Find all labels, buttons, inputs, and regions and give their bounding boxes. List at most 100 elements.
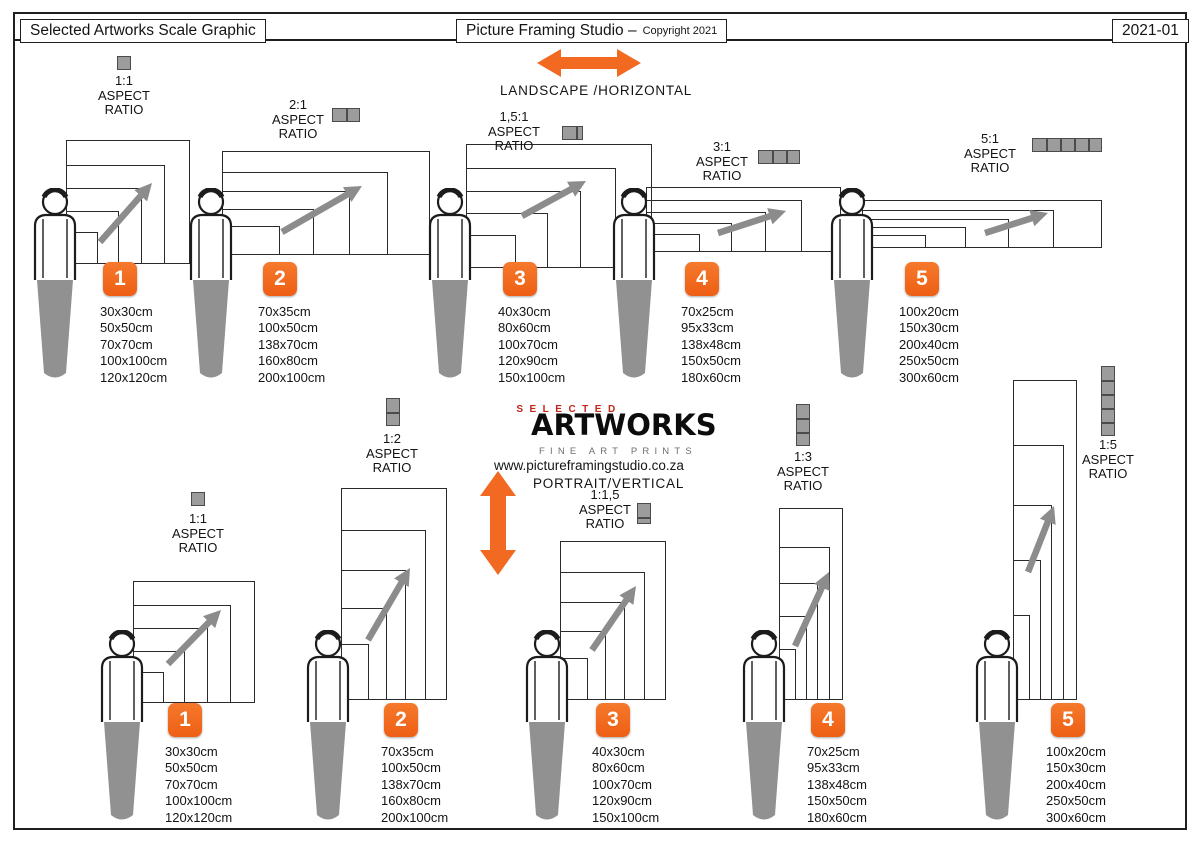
brand-artworks-logo: ARTWORKS bbox=[531, 408, 717, 442]
size-item: 250x50cm bbox=[899, 353, 959, 369]
person-silhouette-icon bbox=[306, 630, 350, 820]
size-item: 200x100cm bbox=[258, 369, 326, 385]
header-studio: Picture Framing Studio – Copyright 2021 bbox=[456, 19, 728, 43]
aspect-ratio-icon bbox=[562, 126, 583, 140]
aspect-ratio-icon bbox=[332, 108, 360, 122]
size-item: 120x90cm bbox=[498, 353, 558, 369]
ratio-word-aspect: ASPECT bbox=[1081, 451, 1134, 467]
ratio-word-ratio: RATIO bbox=[104, 102, 144, 117]
person-figure bbox=[515, 630, 579, 826]
growth-arrow-icon bbox=[792, 572, 830, 648]
growth-arrow-icon bbox=[365, 568, 410, 642]
icon-divider bbox=[1102, 380, 1114, 382]
group-number-badge: 2 bbox=[384, 703, 418, 737]
aspect-ratio-icon bbox=[117, 56, 131, 70]
size-item: 40x30cm bbox=[592, 744, 645, 759]
size-item: 40x30cm bbox=[498, 304, 551, 319]
group-number-badge: 1 bbox=[168, 703, 202, 737]
ratio-word-ratio: RATIO bbox=[585, 516, 625, 531]
ratio-word-ratio: RATIO bbox=[970, 160, 1010, 175]
aspect-ratio-icon bbox=[386, 398, 400, 426]
growth-arrow-icon bbox=[280, 186, 362, 235]
brand-tagline-text: FINE ART PRINTS bbox=[539, 446, 697, 457]
ratio-value: 3:1 bbox=[712, 139, 732, 154]
brand-selected-text: SELECTED bbox=[516, 404, 622, 415]
studio-name: Picture Framing Studio – bbox=[466, 22, 637, 39]
size-item: 70x70cm bbox=[100, 336, 153, 352]
size-item: 150x30cm bbox=[899, 320, 959, 336]
frame-rectangle bbox=[1013, 615, 1030, 700]
person-figure bbox=[23, 188, 87, 384]
person-silhouette-icon bbox=[100, 630, 144, 820]
person-figure bbox=[602, 188, 666, 384]
icon-divider bbox=[1102, 422, 1114, 424]
ratio-word-ratio: RATIO bbox=[702, 168, 742, 183]
person-figure bbox=[296, 630, 360, 826]
size-item: 70x70cm bbox=[165, 776, 218, 792]
ratio-word-ratio: RATIO bbox=[783, 478, 823, 493]
ratio-value: 1:1 bbox=[114, 73, 134, 88]
size-item: 150x100cm bbox=[592, 809, 660, 825]
icon-divider bbox=[638, 517, 650, 519]
growth-arrow-icon bbox=[716, 208, 786, 237]
ratio-value: 1:2 bbox=[382, 431, 402, 446]
aspect-ratio-icon bbox=[796, 404, 810, 446]
size-item: 150x50cm bbox=[681, 353, 741, 369]
size-item: 300x60cm bbox=[1046, 809, 1106, 825]
size-item: 160x80cm bbox=[258, 353, 318, 369]
size-item: 138x48cm bbox=[807, 776, 867, 792]
ratio-value: 1:1,5 bbox=[590, 487, 620, 502]
ratio-value: 1:5 bbox=[1098, 437, 1118, 452]
icon-divider bbox=[1102, 408, 1114, 410]
aspect-ratio-icon bbox=[1101, 366, 1115, 436]
ratio-word-aspect: ASPECT bbox=[171, 525, 224, 541]
size-item: 138x70cm bbox=[258, 336, 318, 352]
doc-code: 2021-01 bbox=[1112, 19, 1189, 43]
icon-divider bbox=[797, 418, 809, 420]
size-item: 70x35cm bbox=[258, 304, 311, 319]
person-silhouette-icon bbox=[33, 188, 77, 378]
doc-code-text: 2021-01 bbox=[1122, 22, 1179, 39]
size-item: 100x20cm bbox=[1046, 744, 1106, 759]
person-figure bbox=[732, 630, 796, 826]
icon-divider bbox=[576, 127, 578, 139]
size-item: 150x50cm bbox=[807, 793, 867, 809]
size-item: 95x33cm bbox=[807, 760, 860, 776]
size-item: 100x50cm bbox=[381, 760, 441, 776]
website-link[interactable]: www.pictureframingstudio.co.za bbox=[494, 458, 684, 473]
ratio-word-ratio: RATIO bbox=[178, 540, 218, 555]
icon-divider bbox=[1060, 139, 1062, 151]
header-title-text: Selected Artworks Scale Graphic bbox=[30, 22, 256, 39]
size-item: 120x90cm bbox=[592, 793, 652, 809]
ratio-word-ratio: RATIO bbox=[278, 126, 318, 141]
person-figure bbox=[90, 630, 154, 826]
ratio-value: 1:3 bbox=[793, 449, 813, 464]
size-item: 180x60cm bbox=[681, 369, 741, 385]
person-figure bbox=[179, 188, 243, 384]
page-border bbox=[13, 12, 1187, 830]
person-silhouette-icon bbox=[975, 630, 1019, 820]
icon-divider bbox=[387, 412, 399, 414]
aspect-ratio-icon bbox=[637, 503, 651, 524]
size-item: 80x60cm bbox=[592, 760, 645, 776]
ratio-word-ratio: RATIO bbox=[372, 460, 412, 475]
copyright-text: Copyright 2021 bbox=[642, 25, 718, 37]
person-figure bbox=[820, 188, 884, 384]
icon-divider bbox=[1046, 139, 1048, 151]
ratio-word-ratio: RATIO bbox=[1088, 466, 1128, 481]
size-item: 30x30cm bbox=[100, 304, 153, 319]
group-number-badge: 1 bbox=[103, 262, 137, 296]
size-item: 200x100cm bbox=[381, 809, 449, 825]
person-silhouette-icon bbox=[830, 188, 874, 378]
ratio-word-aspect: ASPECT bbox=[963, 145, 1016, 161]
